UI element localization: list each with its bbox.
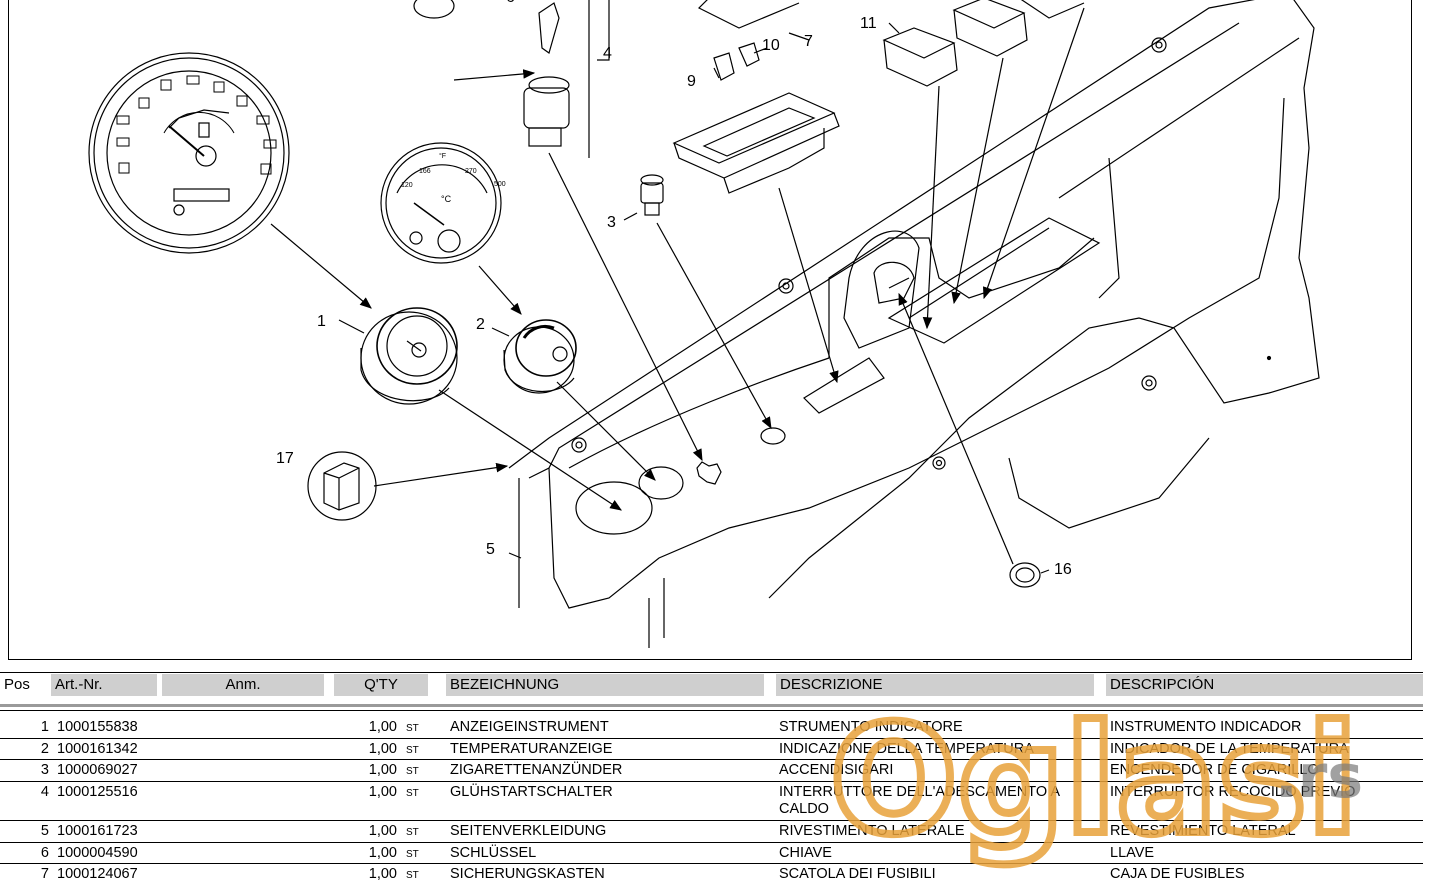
row-descripcion: INDICADOR DE LA TEMPERATURA (1110, 741, 1349, 757)
row-art-nr: 1000161723 (57, 823, 138, 839)
row-pos: 7 (40, 866, 49, 882)
header-pos: Pos (0, 674, 48, 696)
row-pos: 3 (40, 762, 49, 778)
row-descripcion: LLAVE (1110, 845, 1155, 861)
row-bezeichnung: SICHERUNGSKASTEN (450, 866, 605, 882)
row-unit: ST (406, 870, 419, 881)
callout-17: 17 (276, 450, 294, 467)
row-descrizione: RIVESTIMENTO LATERALE (779, 823, 965, 839)
row-descripcion: ENCENDEDOR DE CIGARILLO (1110, 762, 1319, 778)
row-divider (0, 820, 1423, 821)
temp-tick-166: 166 (419, 168, 431, 175)
row-divider (0, 738, 1423, 739)
gauge-part-2-drawing (503, 319, 577, 394)
row-qty: 1,00 (368, 741, 397, 757)
header-descripcion: DESCRIPCIÓN (1106, 674, 1423, 696)
temp-unit-c: °C (441, 194, 452, 204)
row-descrizione: CHIAVE (779, 845, 832, 861)
row-unit: ST (406, 827, 419, 838)
gauge-part-1-drawing (360, 307, 458, 405)
part-16-drawing (1009, 562, 1041, 588)
row-pos: 4 (40, 784, 49, 800)
table-top-rule (0, 672, 1423, 673)
row-descrizione: INTERRUTTORE DELL'ADESCAMENTO A (779, 784, 1061, 800)
callout-7: 7 (804, 33, 813, 50)
header-descrizione: DESCRIZIONE (776, 674, 1094, 696)
temperature-gauge-drawing: 120 166 270 500 °F °C (380, 142, 506, 264)
row-pos: 5 (40, 823, 49, 839)
row-descrizione: SCATOLA DEI FUSIBILI (779, 866, 936, 882)
row-divider (0, 759, 1423, 760)
row-pos: 2 (40, 741, 49, 757)
row-descrizione-cont: CALDO (779, 801, 829, 817)
row-descrizione: INDICAZIONE DELLA TEMPERATURA (779, 741, 1034, 757)
callout-4: 4 (603, 45, 612, 62)
fuse-box-drawing (672, 0, 840, 194)
row-descripcion: CAJA DE FUSIBLES (1110, 866, 1245, 882)
row-bezeichnung: SCHLÜSSEL (450, 845, 537, 861)
row-pos: 1 (40, 719, 49, 735)
row-qty: 1,00 (368, 823, 397, 839)
row-art-nr: 1000161342 (57, 741, 138, 757)
exploded-parts-diagram: 120 166 270 500 °F °C (8, 0, 1412, 660)
callout-10: 10 (762, 37, 780, 54)
row-pos: 6 (40, 845, 49, 861)
row-bezeichnung: ZIGARETTENANZÜNDER (450, 762, 623, 778)
header-anm: Anm. (162, 674, 324, 696)
row-art-nr: 1000155838 (57, 719, 138, 735)
header-bottom-rule (0, 704, 1423, 707)
row-qty: 1,00 (368, 784, 397, 800)
row-art-nr: 1000125516 (57, 784, 138, 800)
lighter-drawing (640, 174, 664, 216)
row-art-nr: 1000004590 (57, 845, 138, 861)
row-bezeichnung: ANZEIGEINSTRUMENT (450, 719, 609, 735)
header-qty: Q'TY (334, 674, 428, 696)
row-art-nr: 1000124067 (57, 866, 138, 882)
row-art-nr: 1000069027 (57, 762, 138, 778)
row-qty: 1,00 (368, 845, 397, 861)
row-unit: ST (406, 766, 419, 777)
row-qty: 1,00 (368, 866, 397, 882)
temp-unit-f: °F (439, 152, 446, 160)
temp-tick-500: 500 (494, 181, 506, 188)
side-panel-drawing (508, 0, 1320, 648)
callout-5: 5 (486, 541, 495, 558)
row-descrizione: STRUMENTO INDICATORE (779, 719, 963, 735)
callout-9: 9 (687, 73, 696, 90)
temp-tick-270: 270 (465, 168, 477, 175)
row-unit: ST (406, 788, 419, 799)
row-bezeichnung: TEMPERATURANZEIGE (450, 741, 613, 757)
callout-1: 1 (317, 313, 326, 330)
row-descripcion: INTERRUPTOR RECOCIDO PREVIO (1110, 784, 1356, 800)
storage-boxes-drawing (882, 0, 1085, 87)
row-descrizione: ACCENDISIGARI (779, 762, 894, 778)
leader-lines (270, 7, 1085, 565)
row-bezeichnung: SEITENVERKLEIDUNG (450, 823, 607, 839)
callout-3: 3 (607, 214, 616, 231)
header-art-nr: Art.-Nr. (51, 674, 157, 696)
row-qty: 1,00 (368, 762, 397, 778)
row-qty: 1,00 (368, 719, 397, 735)
row-unit: ST (406, 849, 419, 860)
row-descripcion: REVESTIMIENTO LATERAL (1110, 823, 1296, 839)
callout-2: 2 (476, 316, 485, 333)
row-unit: ST (406, 723, 419, 734)
header-bezeichnung: BEZEICHNUNG (446, 674, 764, 696)
ignition-switch-drawing (413, 0, 610, 158)
large-gauge-drawing (88, 52, 290, 254)
diagram-svg: 120 166 270 500 °F °C (88, 0, 1320, 648)
callout-6: 6 (506, 0, 515, 6)
callout-16: 16 (1054, 561, 1072, 578)
callout-11: 11 (860, 15, 877, 32)
row-divider (0, 842, 1423, 843)
row-unit: ST (406, 745, 419, 756)
row-divider (0, 863, 1423, 864)
row-descripcion: INSTRUMENTO INDICADOR (1110, 719, 1302, 735)
row-divider (0, 781, 1423, 782)
row-bezeichnung: GLÜHSTARTSCHALTER (450, 784, 613, 800)
part-17-drawing (307, 451, 377, 521)
header-bottom-rule-2 (0, 710, 1423, 711)
temp-tick-120: 120 (401, 182, 413, 189)
